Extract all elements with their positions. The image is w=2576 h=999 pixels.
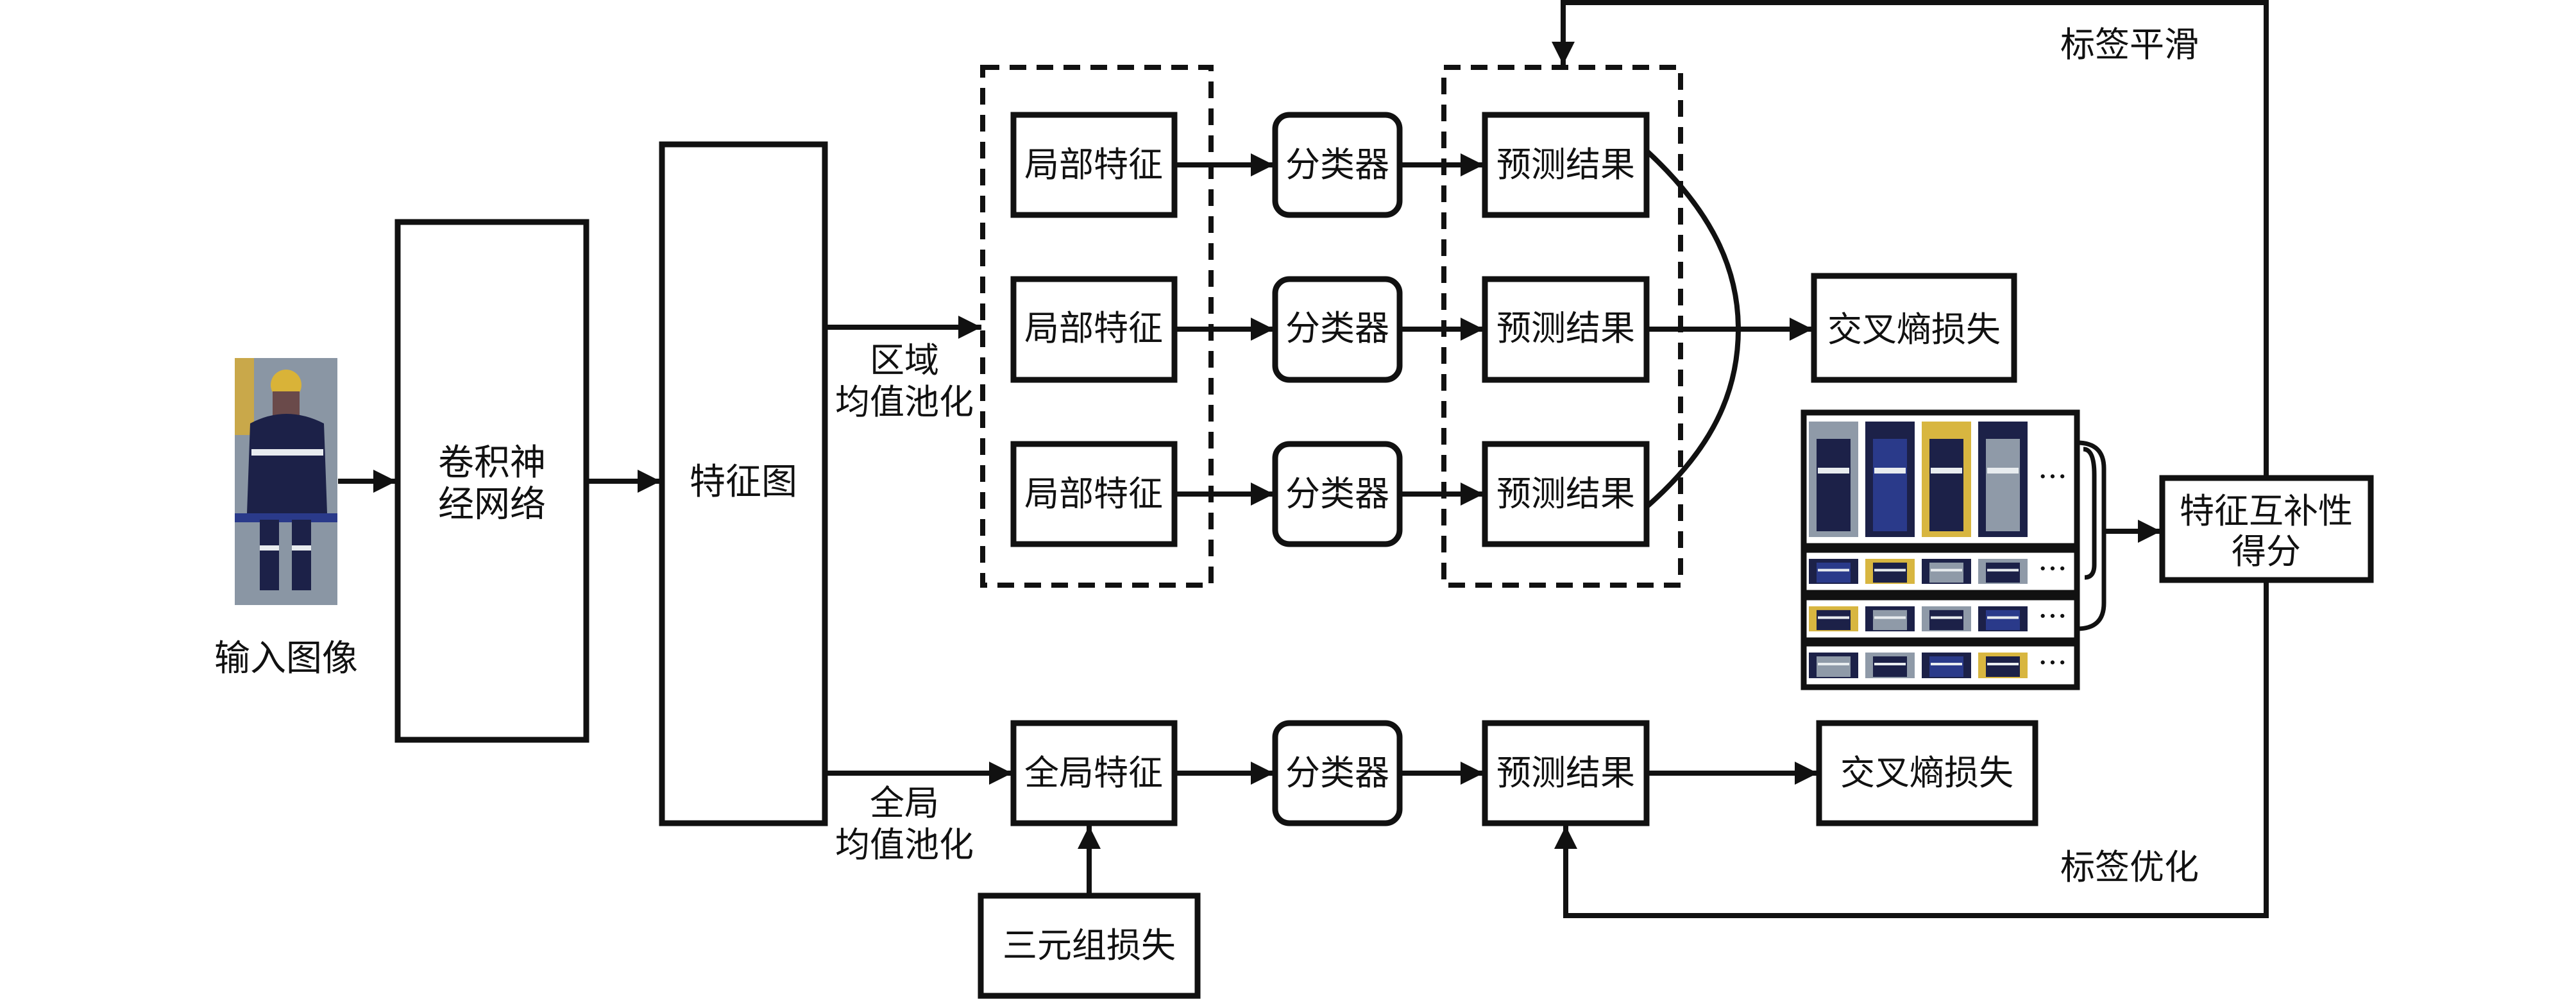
- prediction-label-1: 预测结果: [1496, 144, 1635, 185]
- local-feature-box-1: [1010, 112, 1178, 218]
- gallery-thumbnail: [1865, 653, 1915, 678]
- gallery-thumbnail: [1809, 653, 1858, 678]
- gallery-ellipsis: ···: [2038, 459, 2067, 495]
- cnn-label-line1: 卷积神: [438, 442, 546, 484]
- gallery-ellipsis: ···: [2038, 645, 2067, 681]
- gallery-thumbnail: [1865, 422, 1915, 537]
- prediction-box-2: [1482, 276, 1650, 383]
- global-pooling-label-line2: 均值池化: [835, 824, 974, 865]
- local-feature-label-1: 局部特征: [1024, 144, 1163, 185]
- global-feature-box: [1010, 720, 1178, 826]
- gallery-bracket-inner: [2083, 447, 2097, 580]
- local-features-group: [980, 65, 1214, 588]
- local-feature-label-3: 局部特征: [1024, 474, 1163, 514]
- feedback-loop-top: [1552, 0, 2269, 478]
- label-refinement-label: 标签优化: [2060, 847, 2199, 887]
- gallery-thumbnail: [1922, 606, 1971, 631]
- complementarity-label-line2: 得分: [2232, 531, 2301, 572]
- prediction-label-3: 预测结果: [1496, 474, 1635, 514]
- gallery-thumbnail: [1978, 653, 2028, 678]
- global-feature-label: 全局特征: [1024, 753, 1163, 793]
- gallery-thumbnail: [1809, 559, 1858, 584]
- classifier-label-1: 分类器: [1285, 144, 1389, 185]
- ce-loss-box-local: [1811, 273, 2017, 383]
- gallery-thumbnail: [1809, 422, 1858, 537]
- feature-map-box: [659, 141, 828, 826]
- gallery-thumbnail: [1922, 559, 1971, 584]
- classifier-label-3: 分类器: [1285, 474, 1389, 514]
- input-image-label: 输入图像: [214, 638, 358, 679]
- gallery-thumbnail: [1978, 559, 2028, 584]
- ce-loss-box-global: [1816, 720, 2038, 826]
- classifier-label-global: 分类器: [1285, 753, 1389, 793]
- gallery-thumbnail: [1865, 559, 1915, 584]
- triplet-loss-box: [978, 892, 1201, 999]
- ce-loss-label-global: 交叉熵损失: [1840, 753, 2013, 793]
- gallery-thumbnail: [1978, 606, 2028, 631]
- ce-loss-label-local: 交叉熵损失: [1827, 309, 2001, 350]
- global-pooling-label-line1: 全局: [870, 783, 939, 823]
- gallery-thumbnail: [1922, 422, 1971, 537]
- complementarity-score-box: [2159, 475, 2374, 583]
- prediction-box-3: [1482, 441, 1650, 547]
- classifier-label-2: 分类器: [1285, 308, 1389, 348]
- local-feature-box-3: [1010, 441, 1178, 547]
- gallery-thumbnail: [1978, 422, 2028, 537]
- local-feature-label-2: 局部特征: [1024, 308, 1163, 348]
- predictions-group: [1441, 65, 1683, 588]
- label-smoothing-label: 标签平滑: [2060, 24, 2199, 65]
- feature-map-label: 特征图: [690, 461, 797, 503]
- input-image: [235, 358, 337, 605]
- cnn-label-line2: 经网络: [438, 484, 546, 525]
- cnn-box: [394, 219, 589, 743]
- gallery-thumbnail: [1922, 653, 1971, 678]
- prediction-label-global: 预测结果: [1496, 753, 1635, 793]
- gallery-ellipsis: ···: [2038, 599, 2067, 635]
- prediction-label-2: 预测结果: [1496, 308, 1635, 348]
- feedback-loop-bottom: [1554, 580, 2269, 918]
- gallery-bracket-outer: [2076, 440, 2106, 631]
- region-pooling-label-line1: 区域: [870, 340, 939, 380]
- gallery-thumbnail: [1865, 606, 1915, 631]
- triplet-loss-label: 三元组损失: [1003, 925, 1176, 966]
- region-pooling-label-line2: 均值池化: [835, 382, 974, 422]
- gallery-thumbnail: [1809, 606, 1858, 631]
- gallery-panels: ··· ··· ··· ···: [1801, 409, 2080, 690]
- prediction-box-global: [1482, 720, 1650, 826]
- gallery-ellipsis: ···: [2038, 551, 2067, 587]
- prediction-box-1: [1482, 112, 1650, 218]
- complementarity-label-line1: 特征互补性: [2180, 491, 2353, 531]
- local-feature-box-2: [1010, 276, 1178, 383]
